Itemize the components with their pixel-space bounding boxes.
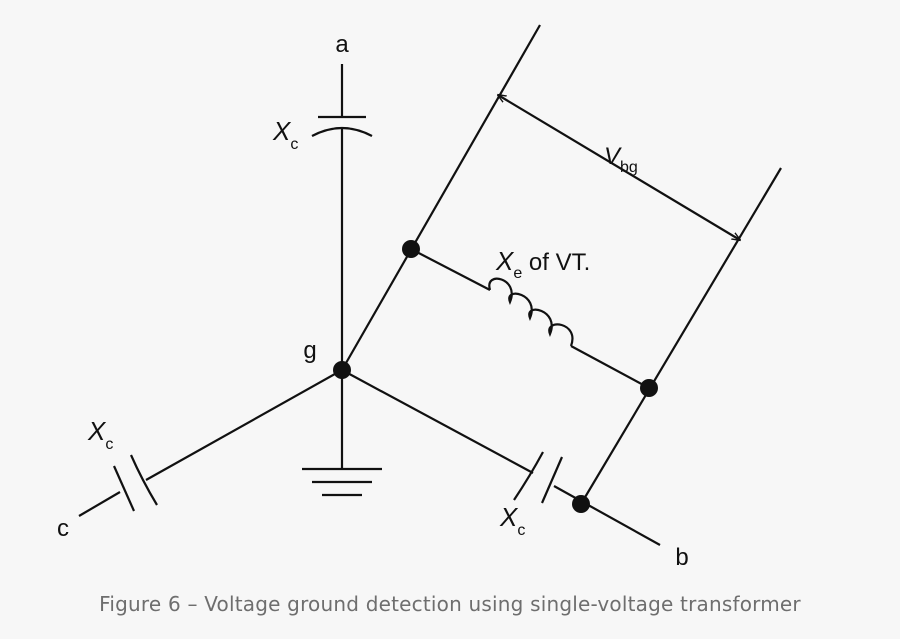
phase-c-wire-outer [78, 491, 121, 517]
node-label-b: b [675, 544, 688, 571]
phase-b-branch [341, 369, 661, 546]
capacitor-label-a: Xc [272, 116, 298, 153]
capacitor-label-b: Xc [499, 502, 525, 539]
figure-caption: Figure 6 – Voltage ground detection usin… [99, 592, 801, 616]
vt-lead-upper [410, 248, 491, 291]
phase-c-branch [78, 369, 343, 517]
inductor-label: Xe of VT. [495, 246, 590, 282]
capacitor-b-curved-plate [513, 451, 544, 501]
junction-vt-upper [402, 240, 420, 258]
phase-b-wire-inner [341, 369, 534, 474]
inductor-coil [488, 277, 574, 347]
node-label-g: g [303, 337, 316, 364]
vbg-arrow [498, 95, 740, 240]
capacitor-c-plate [112, 465, 136, 512]
capacitor-b-plate [540, 456, 564, 504]
rail-right [580, 167, 782, 505]
junction-b [572, 495, 590, 513]
junction-g [333, 361, 351, 379]
vt-measurement-loop [341, 24, 782, 505]
rail-left [341, 24, 541, 371]
phase-c-wire-inner [145, 369, 343, 481]
capacitor-c-curved-plate [129, 454, 158, 506]
vt-lead-lower [570, 345, 650, 389]
capacitor-label-c: Xc [87, 416, 113, 453]
voltage-label-vbg: Vbg [604, 143, 638, 176]
ground-symbol [302, 370, 382, 497]
phase-b-wire-outer [553, 485, 661, 546]
node-label-c: c [57, 515, 69, 542]
phase-a-branch [311, 64, 373, 370]
junction-vt-lower [640, 379, 658, 397]
node-label-a: a [335, 31, 349, 58]
